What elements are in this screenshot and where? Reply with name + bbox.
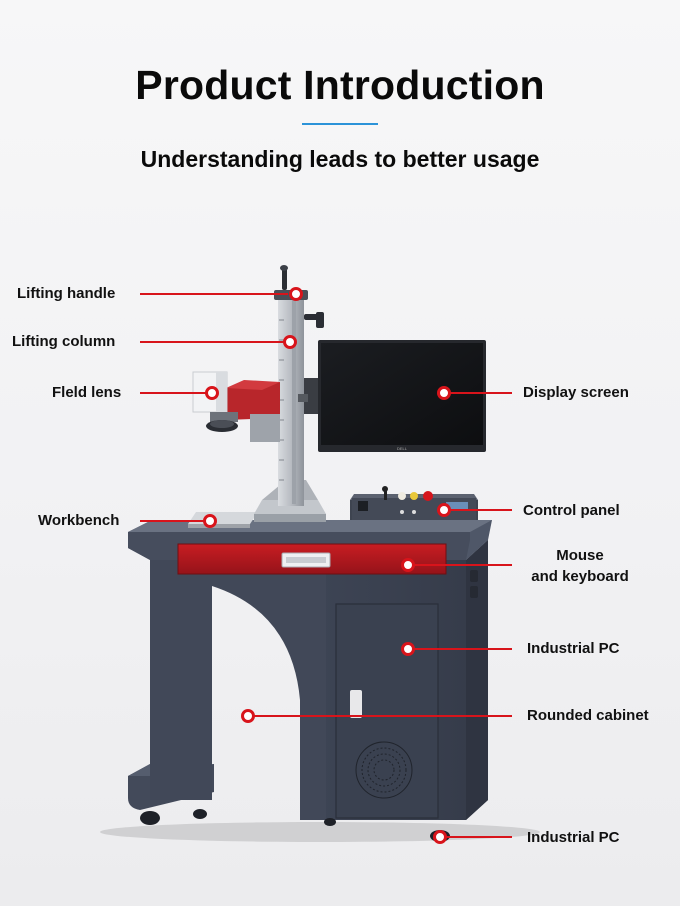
page-title: Product Introduction <box>135 62 545 108</box>
marker-control-panel <box>437 503 451 517</box>
label-display-screen: Display screen <box>523 384 629 401</box>
marker-display-screen <box>437 386 451 400</box>
marker-field-lens <box>205 386 219 400</box>
laser-head <box>192 371 280 442</box>
label-industrial-pc: Industrial PC <box>527 640 620 657</box>
label-rounded-cabinet: Rounded cabinet <box>527 707 649 724</box>
side-vents <box>470 570 478 598</box>
callout-lines <box>140 293 512 838</box>
marker-workbench <box>203 514 217 528</box>
floor-shadow <box>100 822 540 842</box>
marker-mouse-keyboard <box>401 558 415 572</box>
marker-lifting-handle <box>289 287 303 301</box>
label-mouse-keyboard: Mouse and keyboard <box>520 545 640 587</box>
label-mouse-line: Mouse <box>556 547 604 564</box>
label-lifting-handle: Lifting handle <box>17 285 116 302</box>
cabinet-body <box>150 540 488 842</box>
label-control-panel: Control panel <box>523 502 620 519</box>
marker-rounded-cabinet <box>241 709 255 723</box>
control-panel-box <box>350 486 478 520</box>
svg-text:DELL: DELL <box>397 446 408 451</box>
marker-industrial-pc-2 <box>433 830 447 844</box>
label-keyboard-line: and keyboard <box>531 568 629 585</box>
page-subtitle: Understanding leads to better usage <box>140 146 540 172</box>
speaker-grille <box>355 741 413 799</box>
callout-markers <box>203 287 451 844</box>
keyboard-drawer <box>177 543 447 575</box>
marker-lifting-column <box>283 335 297 349</box>
title-accent-divider <box>302 123 378 125</box>
label-lifting-column: Lifting column <box>12 333 116 350</box>
display-monitor: DELL <box>318 340 486 452</box>
label-industrial-pc-2: Industrial PC <box>527 829 620 846</box>
column-base <box>254 480 326 522</box>
marker-industrial-pc <box>401 642 415 656</box>
door-latch <box>350 690 362 718</box>
label-workbench: Workbench <box>38 512 120 529</box>
label-field-lens: Fleld lens <box>52 384 122 401</box>
monitor-arm <box>298 378 318 414</box>
